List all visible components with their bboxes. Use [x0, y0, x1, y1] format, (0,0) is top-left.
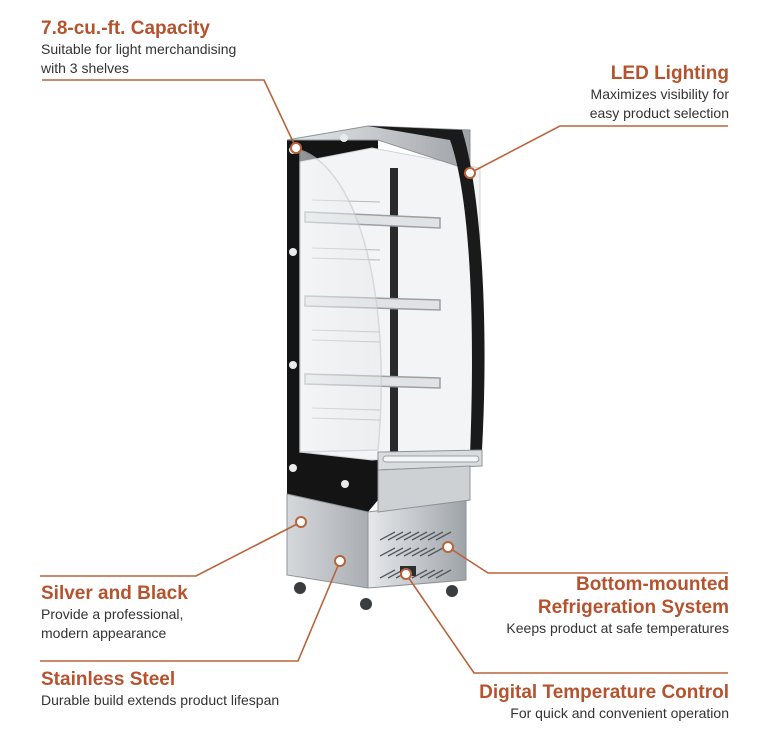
feature-title: Bottom-mounted	[575, 574, 729, 595]
feature-refrigeration-system: Bottom-mounted Refrigeration System Keep…	[506, 573, 729, 638]
feature-description: with 3 shelves	[41, 60, 129, 76]
feature-title: LED Lighting	[610, 63, 729, 84]
feature-stainless-steel: Stainless Steel Durable build extends pr…	[41, 668, 279, 710]
feature-title: 7.8-cu.-ft. Capacity	[41, 18, 210, 39]
feature-description: Provide a professional,	[41, 606, 184, 622]
feature-digital-temperature-control: Digital Temperature Control For quick an…	[479, 681, 729, 723]
callout-markers	[290, 142, 476, 580]
cabinet-top	[286, 125, 471, 171]
feature-title: Digital Temperature Control	[479, 682, 729, 703]
feature-description: Durable build extends product lifespan	[41, 692, 280, 708]
feature-description: Keeps product at safe temperatures	[506, 620, 729, 636]
cabinet-right-panel	[368, 126, 485, 456]
casters	[294, 582, 458, 610]
feature-description: easy product selection	[589, 105, 729, 121]
interior-divider	[390, 168, 398, 458]
feature-title: Silver and Black	[41, 583, 188, 604]
feature-title-line-2: Refrigeration System	[537, 597, 729, 618]
feature-silver-and-black: Silver and Black Provide a professional,…	[41, 582, 188, 643]
feature-title: Stainless Steel	[41, 669, 176, 690]
feature-description: Suitable for light merchandising	[41, 41, 237, 57]
feature-description: For quick and convenient operation	[510, 705, 729, 721]
feature-led-lighting: LED Lighting Maximizes visibility for ea…	[590, 62, 729, 123]
callout-lines	[40, 79, 728, 674]
feature-capacity: 7.8-cu.-ft. Capacity Suitable for light …	[41, 17, 236, 78]
feature-description: modern appearance	[41, 625, 167, 641]
front-upper-panel	[377, 465, 471, 513]
feature-description: Maximizes visibility for	[590, 86, 729, 102]
glass-side-panel	[299, 148, 383, 453]
